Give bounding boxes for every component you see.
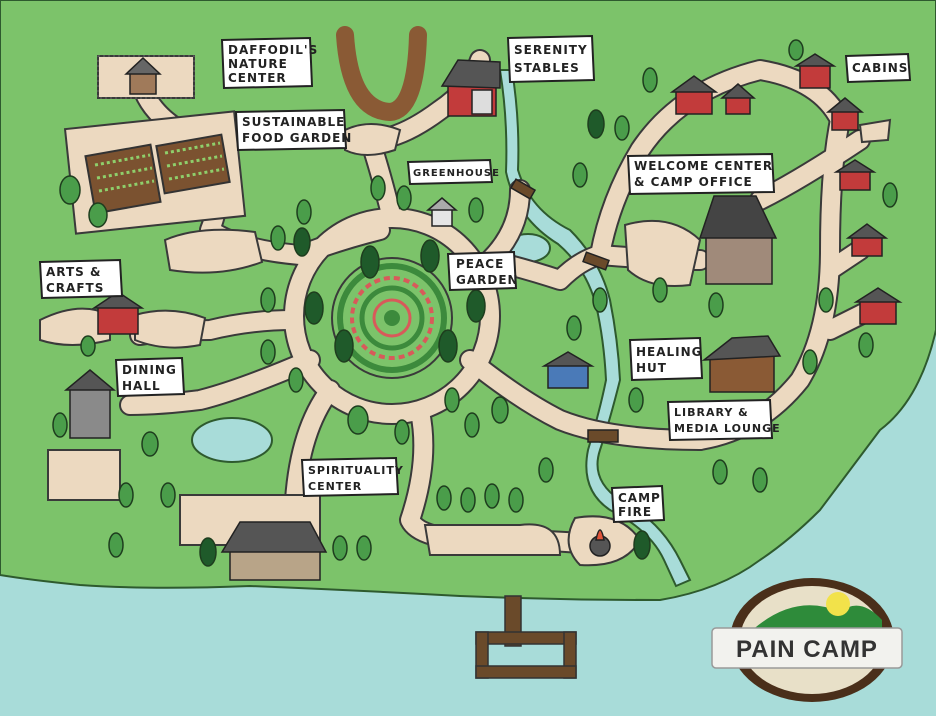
dining-hall-building (63, 369, 117, 439)
label-library: LIBRARY & MEDIA LOUNGE (666, 398, 781, 442)
map-labels: DAFFODIL'S NATURE CENTER SUSTAINABLE FOO… (38, 34, 912, 524)
bridge-top (509, 178, 537, 200)
library-building (701, 335, 782, 393)
cabin-3 (720, 83, 756, 115)
label-spirituality-center: SPIRITUALITY CENTER (300, 456, 404, 498)
welcome-center-building (698, 195, 778, 285)
svg-text:ARTS &: ARTS & (46, 265, 101, 279)
label-cabins: CABINS (844, 52, 912, 84)
cabin-6 (845, 223, 889, 257)
food-garden-plots (63, 110, 247, 235)
nature-center-building (124, 56, 162, 95)
cabin-4 (825, 97, 865, 131)
svg-text:MEDIA LOUNGE: MEDIA LOUNGE (674, 422, 781, 435)
campfire (589, 529, 611, 557)
label-serenity-stables: SERENITY STABLES (506, 34, 596, 84)
arts-crafts-building (91, 291, 145, 335)
peace-garden-maze (331, 257, 453, 379)
svg-text:DAFFODIL'S: DAFFODIL'S (228, 43, 318, 57)
bridge-middle (582, 251, 610, 271)
cabin-7 (853, 287, 903, 325)
svg-text:CENTER: CENTER (228, 71, 287, 85)
healing-hut-building (541, 351, 595, 389)
cabin-2 (669, 75, 719, 115)
dock (475, 595, 577, 679)
svg-text:FOOD GARDEN: FOOD GARDEN (242, 131, 352, 145)
svg-text:CRAFTS: CRAFTS (46, 281, 104, 295)
buildings (63, 53, 903, 581)
svg-text:NATURE: NATURE (228, 57, 288, 71)
svg-text:HALL: HALL (122, 379, 161, 393)
stables-building (440, 59, 501, 117)
svg-text:HEALING: HEALING (636, 345, 703, 359)
trees (52, 39, 898, 567)
label-greenhouse: GREENHOUSE (406, 158, 500, 186)
svg-text:CENTER: CENTER (308, 480, 362, 493)
label-camp-fire: CAMP FIRE (610, 484, 666, 524)
svg-text:HUT: HUT (636, 361, 667, 375)
pond-left (191, 417, 273, 463)
bridge-bottom (587, 429, 619, 443)
pain-camp-logo: PAIN CAMP (711, 578, 903, 702)
logo-text: PAIN CAMP (736, 636, 878, 663)
svg-text:GARDEN: GARDEN (456, 273, 519, 287)
svg-text:SPIRITUALITY: SPIRITUALITY (308, 464, 404, 477)
svg-text:DINING: DINING (122, 363, 177, 377)
svg-text:LIBRARY &: LIBRARY & (674, 406, 749, 419)
label-nature-center: DAFFODIL'S NATURE CENTER (220, 36, 318, 90)
label-healing-hut: HEALING HUT (628, 336, 704, 382)
svg-text:& CAMP OFFICE: & CAMP OFFICE (634, 175, 753, 189)
stables-trail (336, 26, 427, 122)
label-peace-garden: PEACE GARDEN (446, 250, 519, 292)
label-welcome-center: WELCOME CENTER & CAMP OFFICE (626, 152, 776, 196)
label-dining-hall: DINING HALL (114, 356, 186, 398)
spirituality-center-building (220, 521, 328, 581)
label-food-garden: SUSTAINABLE FOOD GARDEN (234, 108, 352, 152)
svg-text:WELCOME CENTER: WELCOME CENTER (634, 159, 773, 173)
svg-text:CAMP: CAMP (618, 491, 661, 505)
svg-text:STABLES: STABLES (514, 61, 580, 75)
svg-text:PEACE: PEACE (456, 257, 504, 271)
cabin-5 (833, 159, 877, 191)
svg-text:FIRE: FIRE (618, 505, 652, 519)
cabin-1 (793, 53, 837, 89)
svg-text:CABINS: CABINS (852, 61, 908, 75)
svg-text:SERENITY: SERENITY (514, 43, 588, 57)
svg-text:GREENHOUSE: GREENHOUSE (413, 168, 500, 179)
creek (498, 69, 692, 588)
label-arts-crafts: ARTS & CRAFTS (38, 258, 124, 300)
greenhouse-building (425, 197, 459, 227)
svg-text:SUSTAINABLE: SUSTAINABLE (242, 115, 345, 129)
